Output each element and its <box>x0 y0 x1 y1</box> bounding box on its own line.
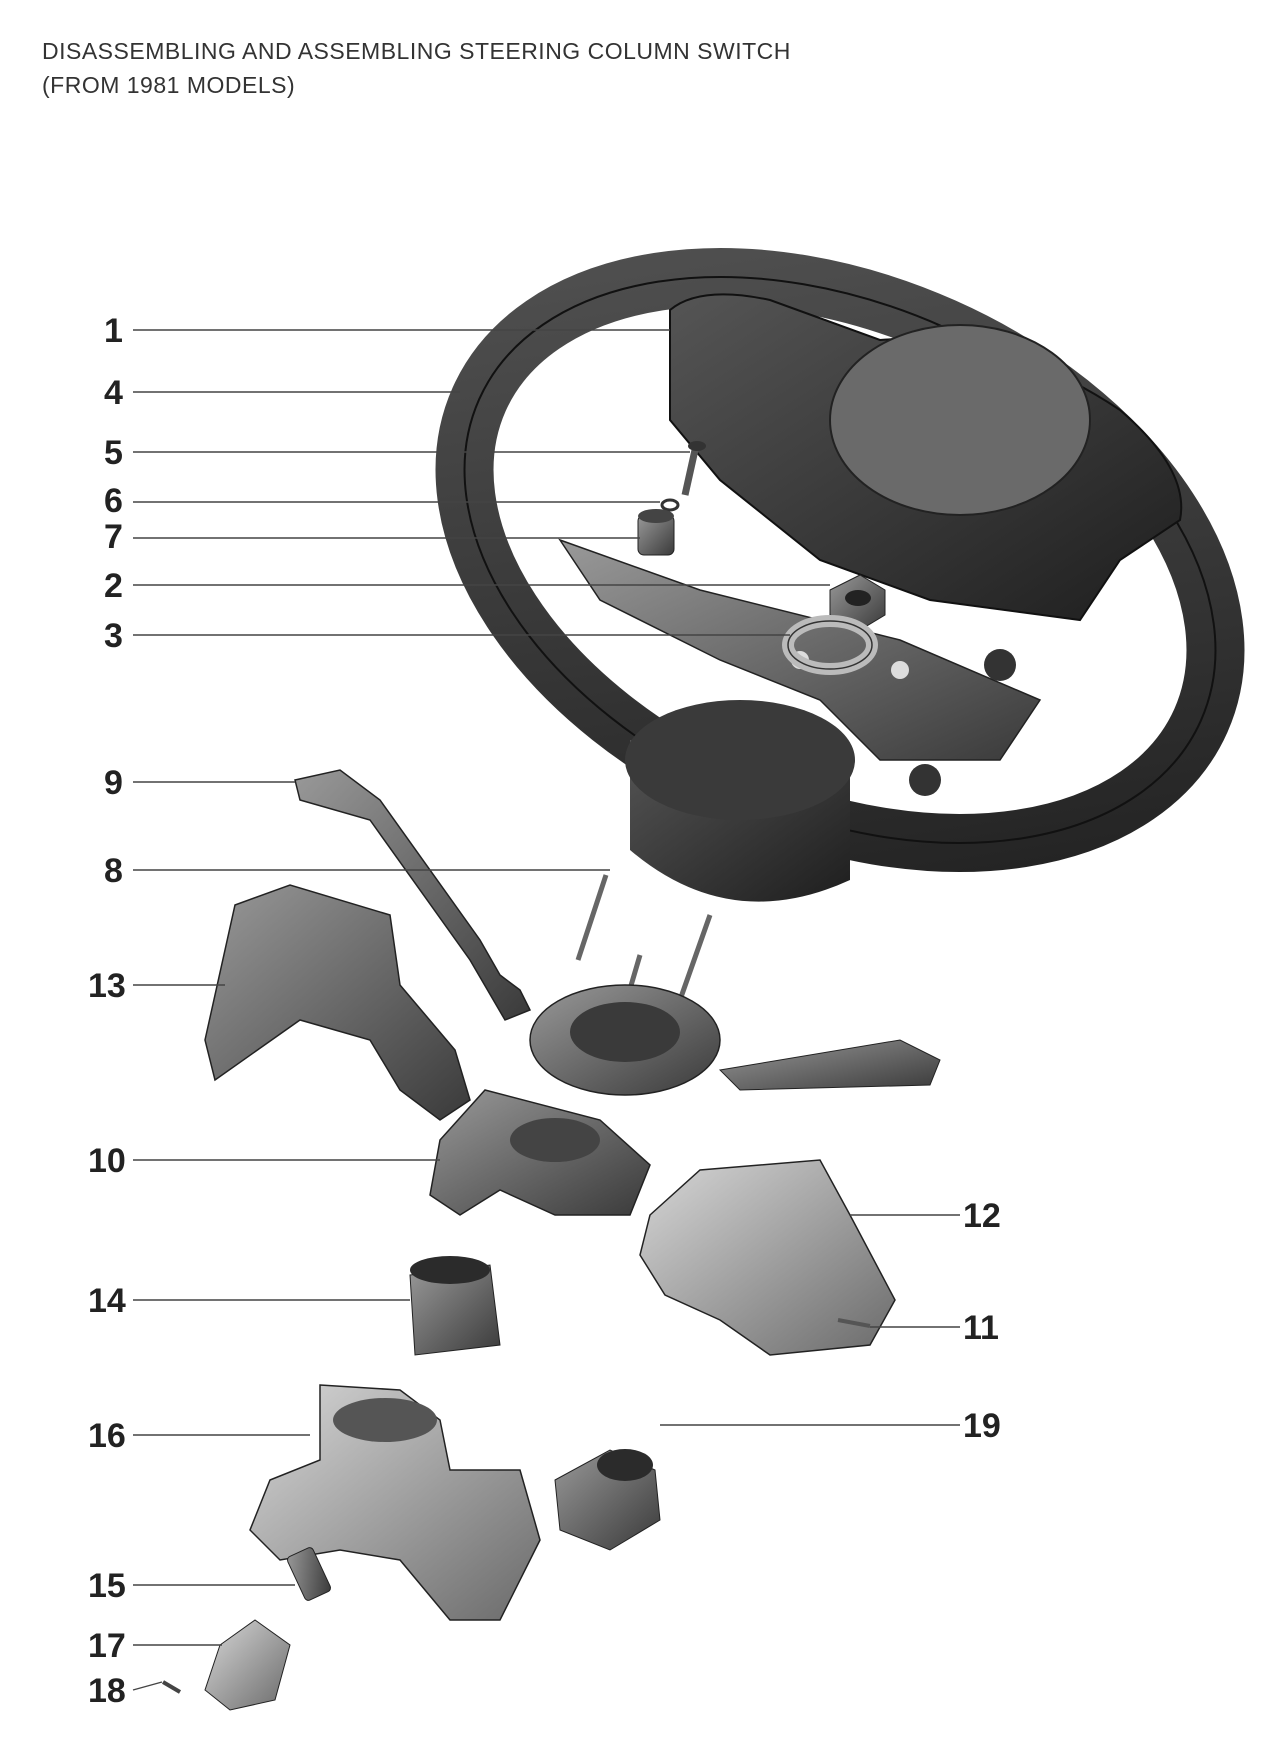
wheel-spoke-plate <box>558 538 1042 796</box>
title-line-1: DISASSEMBLING AND ASSEMBLING STEERING CO… <box>42 38 791 64</box>
callout-2: 2 <box>104 567 123 605</box>
horn-pad <box>669 293 1183 622</box>
callout-9: 9 <box>104 764 123 802</box>
callout-3: 3 <box>104 617 123 655</box>
ignition-switch <box>204 1619 291 1711</box>
column-sleeve <box>409 1256 501 1356</box>
callout-labels: 1 4 5 6 7 2 3 9 8 13 10 12 11 14 16 19 1… <box>88 312 1001 1710</box>
horn-pad-washer <box>660 498 680 512</box>
callout-5: 5 <box>104 434 123 472</box>
callout-16: 16 <box>88 1417 126 1455</box>
callout-15: 15 <box>88 1567 126 1605</box>
callout-18: 18 <box>88 1672 126 1710</box>
lower-shroud <box>639 1159 896 1356</box>
contact-bushing <box>637 509 675 556</box>
callout-13: 13 <box>88 967 126 1005</box>
callout-1: 1 <box>104 312 123 350</box>
upper-shroud <box>204 884 471 1121</box>
callout-4: 4 <box>104 374 123 412</box>
callout-8: 8 <box>104 852 123 890</box>
callout-19: 19 <box>963 1407 1001 1445</box>
callout-11: 11 <box>963 1309 999 1347</box>
steering-column-switch <box>529 984 941 1096</box>
shroud-screw <box>837 1318 871 1328</box>
callout-6: 6 <box>104 482 123 520</box>
wiper-lever <box>718 1039 941 1091</box>
ignition-lock-cylinder <box>554 1449 661 1551</box>
steering-lock-housing <box>249 1384 541 1621</box>
turn-signal-lever <box>294 769 532 1021</box>
callout-14: 14 <box>88 1282 126 1320</box>
switch-housing <box>429 1089 651 1216</box>
ignition-switch-screw <box>161 1680 182 1694</box>
callout-17: 17 <box>88 1627 126 1665</box>
clamp-bolt <box>286 1547 332 1601</box>
diagram-title: DISASSEMBLING AND ASSEMBLING STEERING CO… <box>42 34 791 102</box>
callout-10: 10 <box>88 1142 126 1180</box>
title-line-2: (FROM 1981 MODELS) <box>42 72 296 98</box>
callout-7: 7 <box>104 518 123 556</box>
horn-pad-screw <box>681 441 706 496</box>
callout-12: 12 <box>963 1197 1001 1235</box>
leader-lines <box>132 329 960 1691</box>
wheel-hub-boss <box>625 700 855 902</box>
spring-washer <box>782 615 878 675</box>
